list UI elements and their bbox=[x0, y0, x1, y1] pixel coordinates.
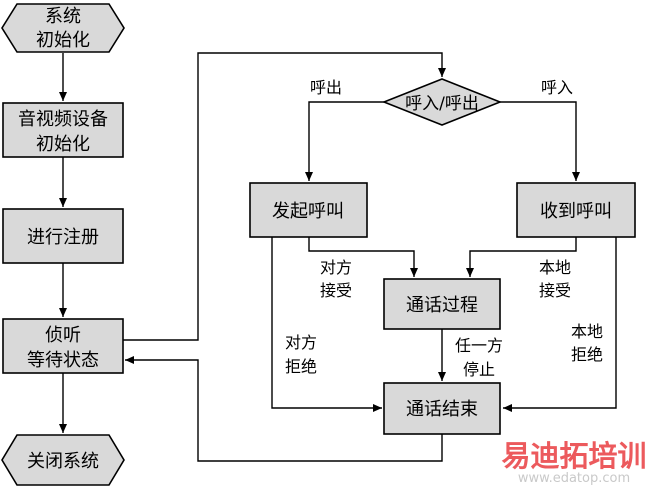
node-close-system: 关闭系统 bbox=[1, 434, 125, 486]
node-system-init-line1: 系统 bbox=[45, 6, 81, 27]
edge-decision-receive bbox=[500, 101, 580, 181]
node-decision-label: 呼入/呼出 bbox=[405, 94, 479, 114]
node-call-end-label: 通话结束 bbox=[406, 399, 478, 420]
node-call-end: 通话结束 bbox=[383, 382, 501, 435]
node-av-init-line1: 音视频设备 bbox=[18, 109, 108, 130]
node-initiate-call: 发起呼叫 bbox=[249, 182, 368, 238]
edge-initiate-end bbox=[271, 237, 382, 412]
label-remote-reject-line1: 对方 bbox=[285, 333, 317, 352]
label-local-reject-line1: 本地 bbox=[571, 322, 603, 341]
edges bbox=[59, 52, 617, 462]
label-incoming: 呼入 bbox=[541, 78, 573, 97]
watermark: 易迪拓培训 www.edatop.com bbox=[501, 439, 646, 486]
watermark-brand: 易迪拓培训 bbox=[501, 439, 646, 473]
label-remote-accept-line1: 对方 bbox=[320, 258, 352, 277]
node-av-init: 音视频设备 初始化 bbox=[2, 102, 124, 158]
node-receive-call: 收到呼叫 bbox=[516, 182, 636, 238]
node-av-init-line2: 初始化 bbox=[36, 134, 90, 155]
label-local-accept-line1: 本地 bbox=[539, 258, 571, 277]
label-local-reject-line2: 拒绝 bbox=[571, 345, 603, 364]
node-register-label: 进行注册 bbox=[27, 227, 99, 248]
edge-labels: 呼出 呼入 对方 接受 本地 接受 对方 拒绝 本地 拒绝 任一方 停止 bbox=[285, 78, 603, 379]
edge-decision-initiate bbox=[305, 101, 384, 181]
edge-receive-end bbox=[503, 237, 617, 412]
label-local-accept-line2: 接受 bbox=[539, 281, 571, 300]
edge-listen-decision bbox=[123, 52, 446, 341]
node-call-process-label: 通话过程 bbox=[406, 295, 478, 316]
node-close-system-label: 关闭系统 bbox=[27, 451, 99, 472]
label-either-stop-line1: 任一方 bbox=[455, 336, 503, 355]
node-listen-wait: 侦听 等待状态 bbox=[2, 318, 124, 374]
node-call-process: 通话过程 bbox=[383, 278, 501, 330]
node-listen-wait-line1: 侦听 bbox=[45, 325, 81, 346]
edge-receive-process bbox=[466, 237, 577, 277]
label-outgoing: 呼出 bbox=[310, 78, 342, 97]
node-initiate-call-label: 发起呼叫 bbox=[272, 201, 344, 222]
label-remote-reject-line2: 拒绝 bbox=[285, 357, 317, 376]
watermark-url: www.edatop.com bbox=[518, 471, 630, 486]
node-system-init-line2: 初始化 bbox=[36, 30, 90, 51]
node-listen-wait-line2: 等待状态 bbox=[27, 350, 99, 371]
label-remote-accept-line2: 接受 bbox=[320, 281, 352, 300]
edge-initiate-process bbox=[308, 237, 418, 277]
node-system-init: 系统 初始化 bbox=[1, 3, 125, 53]
label-either-stop-line2: 停止 bbox=[463, 360, 495, 379]
node-receive-call-label: 收到呼叫 bbox=[540, 201, 612, 222]
edge-end-listen bbox=[125, 356, 443, 462]
node-decision: 呼入/呼出 bbox=[381, 78, 503, 126]
node-register: 进行注册 bbox=[2, 208, 124, 264]
